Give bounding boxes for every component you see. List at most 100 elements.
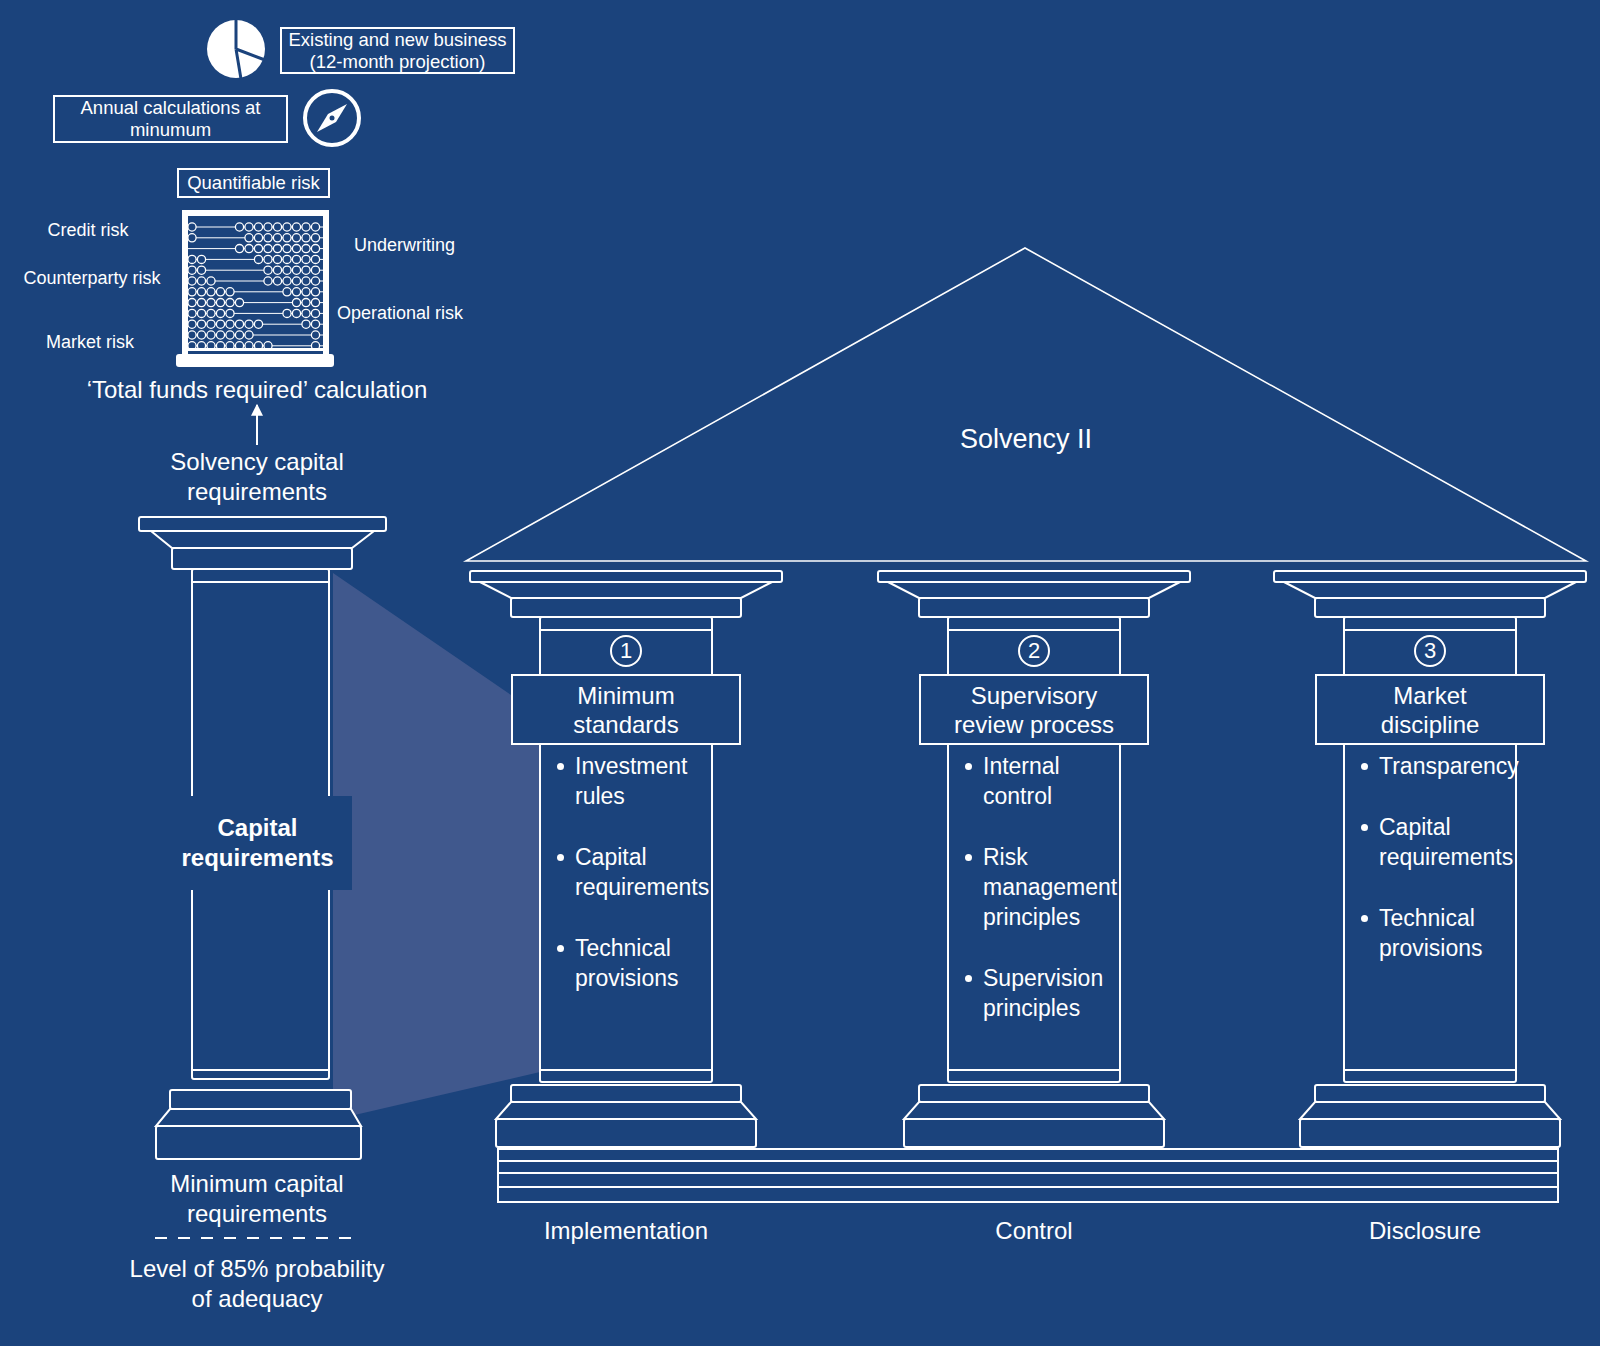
- abacus-bead: [273, 234, 281, 242]
- pillar-title: Supervisory review process: [951, 681, 1117, 739]
- free-label: Counterparty risk: [23, 263, 160, 293]
- abacus-bead: [292, 234, 300, 242]
- abacus-bead: [292, 277, 300, 285]
- abacus-bead: [311, 255, 319, 263]
- abacus-bead: [245, 234, 253, 242]
- bullet-item: Transparency: [1361, 751, 1536, 781]
- base-torus: [919, 1085, 1149, 1102]
- abacus-bead: [245, 320, 253, 328]
- bullet-item: Internal control: [965, 751, 1140, 811]
- abacus-bead: [226, 299, 234, 307]
- roof-pediment: Solvency II: [465, 247, 1587, 562]
- calculation-label: ‘Total funds required’ calculation: [57, 375, 457, 405]
- abacus-bead: [188, 255, 196, 263]
- abacus-bead: [283, 309, 291, 317]
- abacus-bead: [311, 299, 319, 307]
- abacus-bead: [197, 266, 205, 274]
- temple-pillar: Internal controlRisk management principl…: [877, 571, 1191, 1148]
- roof-triangle: [466, 248, 1586, 561]
- abacus-bead: [302, 255, 310, 263]
- roof-outline: [465, 247, 1587, 562]
- abacus-bead: [245, 223, 253, 231]
- abacus-bead: [264, 234, 272, 242]
- abacus-bead: [197, 277, 205, 285]
- bullet-item: Capital requirements: [1361, 812, 1536, 872]
- base-scotia: [1300, 1102, 1560, 1119]
- abacus-bead: [188, 288, 196, 296]
- abacus-bead: [302, 309, 310, 317]
- box-label: Existing and new business (12-month proj…: [288, 29, 507, 73]
- bullet-text: Supervision principles: [983, 963, 1131, 1023]
- abacus-bead: [302, 277, 310, 285]
- abacus-bead: [311, 288, 319, 296]
- shaft-neck: [540, 1069, 712, 1071]
- info-box: Quantifiable risk: [177, 168, 330, 198]
- base-plinth: [496, 1119, 756, 1147]
- bullet-item: Capital requirements: [557, 842, 732, 902]
- base-plinth: [1300, 1119, 1560, 1147]
- abacus-bead: [292, 309, 300, 317]
- bullet-text: Investment rules: [575, 751, 723, 811]
- column-pillar: Solvency capital requirementsMinimum cap…: [126, 445, 388, 1230]
- free-label: Market risk: [46, 327, 134, 357]
- bullet-text: Capital requirements: [1379, 812, 1527, 872]
- abacus-bead: [245, 331, 253, 339]
- abacus-bead: [226, 331, 234, 339]
- free-label: Implementation: [544, 1216, 708, 1246]
- abacus-bead: [283, 255, 291, 263]
- bullet-list: Internal controlRisk management principl…: [965, 751, 1140, 1054]
- roof-title: Solvency II: [465, 423, 1587, 455]
- bullet-dot: [965, 854, 972, 861]
- shaft-neck: [1344, 629, 1516, 631]
- abacus-bead: [311, 245, 319, 253]
- abacus-bead: [207, 309, 215, 317]
- temple-pillar: Investment rulesCapital requirementsTech…: [469, 571, 783, 1148]
- bullet-dot: [557, 854, 564, 861]
- abacus-post: [182, 211, 188, 357]
- bullet-dot: [557, 945, 564, 952]
- abacus-bead: [254, 245, 262, 253]
- temple-base: [498, 1149, 1558, 1202]
- free-label: Underwriting: [354, 230, 455, 260]
- abacus-bead: [207, 288, 215, 296]
- capital-block: [919, 598, 1149, 617]
- abacus-bead: [207, 299, 215, 307]
- pillar-header: Supervisory review process: [919, 674, 1149, 745]
- bullet-dot: [1361, 824, 1368, 831]
- capital-echinus: [888, 582, 1180, 598]
- number-circle: 3: [1414, 635, 1446, 667]
- abacus-bead: [216, 320, 224, 328]
- bullet-text: Transparency: [1379, 751, 1527, 781]
- base-plinth: [904, 1119, 1164, 1147]
- shaft-neck: [948, 629, 1120, 631]
- info-box: Annual calculations at minumum: [53, 95, 288, 143]
- abacus-bead: [264, 255, 272, 263]
- abacus-bead: [283, 234, 291, 242]
- box-label: Annual calculations at minumum: [61, 97, 280, 141]
- bullet-dot: [965, 763, 972, 770]
- column-caption: Minimum capital requirements: [126, 1169, 388, 1229]
- abacus-bead: [283, 245, 291, 253]
- abacus-bead: [216, 288, 224, 296]
- abacus-bead: [311, 331, 319, 339]
- bullet-text: Risk management principles: [983, 842, 1131, 932]
- bullet-text: Technical provisions: [575, 933, 723, 993]
- callout-number: 3: [1424, 640, 1436, 662]
- abacus-bead: [226, 288, 234, 296]
- capital-block: [1315, 598, 1545, 617]
- shaft-neck: [192, 581, 329, 583]
- base-scotia: [496, 1102, 756, 1119]
- abacus-bead: [273, 245, 281, 253]
- info-box: Existing and new business (12-month proj…: [280, 27, 515, 74]
- abacus-bead: [197, 331, 205, 339]
- abacus-bead: [188, 234, 196, 242]
- temple-step: [498, 1186, 1558, 1188]
- abacus-bead: [216, 299, 224, 307]
- compass-pivot: [330, 116, 335, 121]
- abacus-bead: [226, 320, 234, 328]
- zoom-projection: [333, 573, 540, 1120]
- abacus-bead: [292, 299, 300, 307]
- abacus-bead: [273, 255, 281, 263]
- abacus-bead: [264, 266, 272, 274]
